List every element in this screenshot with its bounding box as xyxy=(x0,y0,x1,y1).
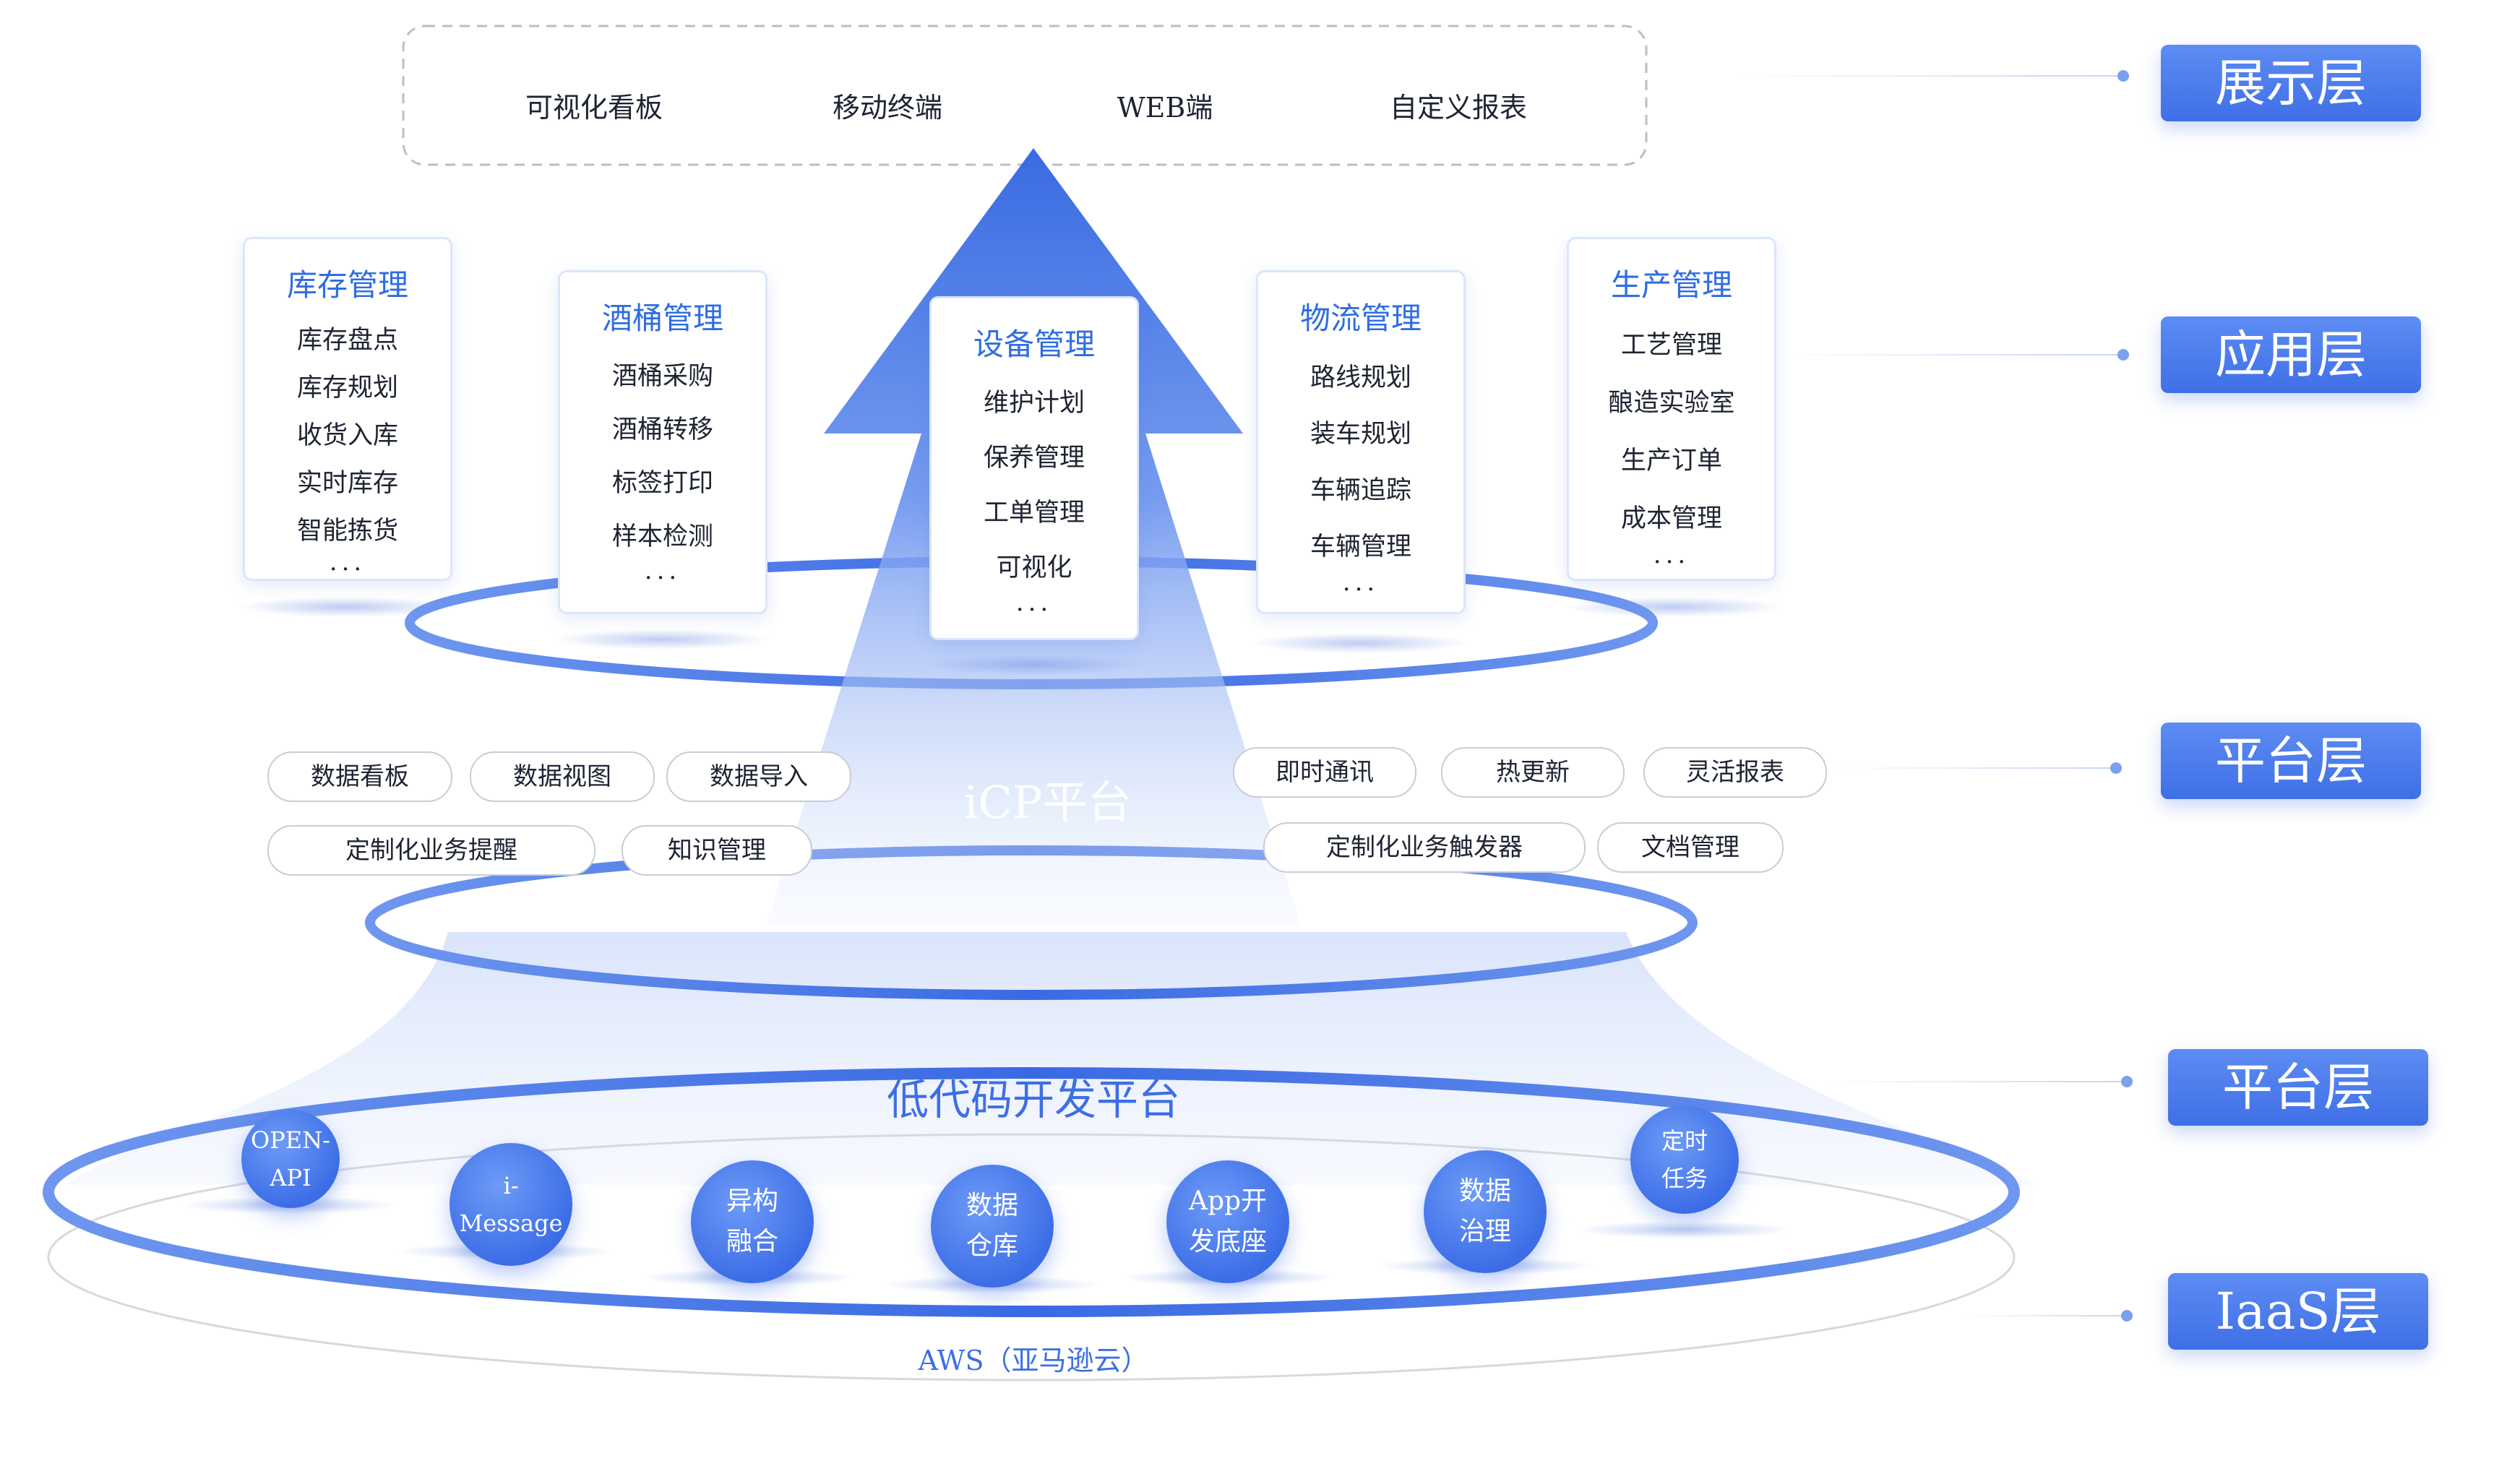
connector-line xyxy=(1778,354,2125,355)
app-card-inventory: 库存管理 库存盘点 库存规划 收货入库 实时库存 智能拣货 ... xyxy=(243,237,452,581)
module-data-governance: 数据 治理 xyxy=(1424,1150,1547,1273)
module-scheduled-task: 定时 任务 xyxy=(1630,1105,1739,1214)
app-card-item: 库存盘点 xyxy=(296,326,398,355)
module-line2: Message xyxy=(459,1210,563,1237)
module-line2: 任务 xyxy=(1661,1165,1708,1192)
layer-label-platform-lower: 平台层 xyxy=(2168,1049,2428,1126)
app-card-item: 成本管理 xyxy=(1620,504,1722,533)
app-card-item: 工单管理 xyxy=(983,499,1085,527)
connector-dot xyxy=(2121,1076,2133,1087)
app-card-title: 设备管理 xyxy=(973,327,1095,362)
iaas-aws-label: AWS（亚马逊云） xyxy=(918,1345,1149,1376)
display-item-mobile: 移动终端 xyxy=(832,92,942,124)
app-card-item: 库存规划 xyxy=(296,374,398,402)
pill-hot-update: 热更新 xyxy=(1441,747,1625,798)
connector-line xyxy=(1966,1315,2125,1316)
display-item-custom-report: 自定义报表 xyxy=(1389,92,1527,124)
app-card-logistics: 物流管理 路线规划 装车规划 车辆追踪 车辆管理 ... xyxy=(1256,270,1466,614)
app-card-item: 车辆追踪 xyxy=(1310,476,1411,505)
icp-platform-title: iCP平台 xyxy=(963,776,1132,829)
app-card-more: ... xyxy=(644,556,681,585)
app-card-equipment: 设备管理 维护计划 保养管理 工单管理 可视化 ... xyxy=(929,296,1139,640)
app-card-title: 酒桶管理 xyxy=(601,301,723,336)
app-card-item: 装车规划 xyxy=(1310,420,1411,449)
app-card-item: 维护计划 xyxy=(983,389,1085,418)
module-line1: 数据 xyxy=(966,1191,1018,1220)
app-card-item: 生产订单 xyxy=(1620,447,1722,475)
display-item-web: WEB端 xyxy=(1117,92,1213,124)
app-card-more: ... xyxy=(329,548,366,577)
module-line1: 数据 xyxy=(1458,1176,1511,1206)
pill-data-dashboard: 数据看板 xyxy=(267,751,452,802)
pill-knowledge: 知识管理 xyxy=(622,825,812,876)
layer-label-iaas: IaaS层 xyxy=(2168,1273,2428,1350)
module-line2: 治理 xyxy=(1458,1217,1511,1246)
module-line2: 仓库 xyxy=(966,1231,1018,1261)
pill-data-import: 数据导入 xyxy=(666,751,851,802)
app-card-item: 样本检测 xyxy=(611,522,713,551)
connector-dot xyxy=(2117,70,2129,82)
app-card-more: ... xyxy=(1342,568,1380,597)
app-card-title: 生产管理 xyxy=(1610,267,1732,303)
pill-custom-reminder: 定制化业务提醒 xyxy=(267,825,595,876)
module-heterogeneous-fusion: 异构 融合 xyxy=(691,1160,814,1283)
app-card-item: 实时库存 xyxy=(296,469,398,498)
app-card-item: 酒桶采购 xyxy=(611,362,713,391)
app-card-item: 酿造实验室 xyxy=(1608,389,1735,418)
lowcode-platform-title: 低代码开发平台 xyxy=(886,1075,1180,1124)
connector-dot xyxy=(2117,349,2129,361)
app-card-item: 工艺管理 xyxy=(1620,331,1722,360)
pill-document: 文档管理 xyxy=(1597,822,1784,873)
pill-flexible-report: 灵活报表 xyxy=(1643,747,1827,798)
app-card-item: 路线规划 xyxy=(1310,363,1411,392)
lowcode-ring xyxy=(43,1067,2020,1317)
app-card-title: 库存管理 xyxy=(286,267,408,303)
app-card-item: 智能拣货 xyxy=(296,517,398,546)
layer-label-display: 展示层 xyxy=(2161,45,2421,121)
app-card-barrel: 酒桶管理 酒桶采购 酒桶转移 标签打印 样本检测 ... xyxy=(558,270,767,614)
module-line1: 定时 xyxy=(1661,1127,1708,1155)
app-card-item: 标签打印 xyxy=(611,469,713,498)
display-item-dashboard: 可视化看板 xyxy=(525,92,663,124)
module-line2: API xyxy=(270,1164,311,1191)
app-card-item: 保养管理 xyxy=(983,444,1085,473)
module-line1: i- xyxy=(503,1172,519,1199)
pill-custom-trigger: 定制化业务触发器 xyxy=(1263,822,1586,873)
connector-dot xyxy=(2121,1310,2133,1321)
app-card-more: ... xyxy=(1015,588,1053,617)
app-card-more: ... xyxy=(1653,540,1690,569)
module-app-base: App开 发底座 xyxy=(1166,1160,1289,1283)
module-open-api: OPEN- API xyxy=(241,1110,340,1208)
layer-label-application: 应用层 xyxy=(2161,316,2421,393)
module-data-warehouse: 数据 仓库 xyxy=(931,1165,1054,1288)
module-line2: 融合 xyxy=(726,1227,778,1256)
app-card-item: 可视化 xyxy=(996,553,1072,582)
connector-line xyxy=(1836,767,2117,769)
iaas-ring xyxy=(47,1133,2016,1381)
module-line1: OPEN- xyxy=(251,1126,330,1154)
app-card-item: 酒桶转移 xyxy=(611,415,713,444)
app-card-title: 物流管理 xyxy=(1299,301,1422,336)
connector-dot xyxy=(2110,762,2122,774)
module-line2: 发底座 xyxy=(1188,1227,1267,1256)
connector-line xyxy=(1821,1081,2125,1082)
module-line1: 异构 xyxy=(726,1186,778,1216)
module-i-message: i- Message xyxy=(450,1143,572,1266)
app-card-item: 收货入库 xyxy=(296,421,398,450)
pill-instant-message: 即时通讯 xyxy=(1233,747,1416,798)
pill-data-view: 数据视图 xyxy=(470,751,655,802)
module-line1: App开 xyxy=(1188,1186,1268,1216)
app-card-item: 车辆管理 xyxy=(1310,532,1411,561)
layer-label-platform-upper: 平台层 xyxy=(2161,723,2421,799)
connector-line xyxy=(1734,75,2125,77)
lowcode-funnel xyxy=(65,932,2038,1185)
app-card-production: 生产管理 工艺管理 酿造实验室 生产订单 成本管理 ... xyxy=(1567,237,1776,581)
